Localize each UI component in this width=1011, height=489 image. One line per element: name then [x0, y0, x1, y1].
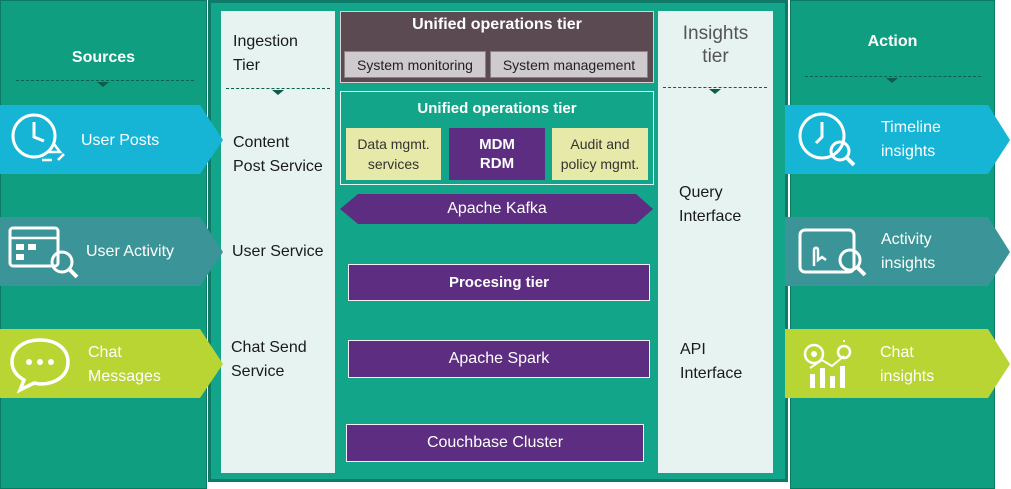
action-chip-activity: [785, 217, 1010, 286]
source-chip-user-posts: [0, 105, 223, 174]
bulb-chart-icon: [803, 340, 852, 388]
insights-divider: [663, 87, 767, 88]
apache-spark-bar: Apache Spark: [348, 340, 650, 378]
sources-divider: [16, 80, 194, 81]
chat-bubble-icon: [10, 338, 70, 394]
processing-tier-bar: Procesing tier: [348, 264, 650, 301]
clock-recycle-icon: [11, 113, 65, 162]
source-label-user-posts: User Posts: [81, 132, 160, 149]
unified-ops-mid-title: Unified operations tier: [417, 100, 577, 117]
system-management-box: System management: [490, 51, 648, 78]
sources-title: Sources: [71, 49, 136, 66]
ingestion-divider: [226, 88, 330, 89]
unified-ops-top-title: Unified operations tier: [412, 16, 582, 33]
action-title: Action: [867, 33, 918, 50]
action-chip-timeline: [785, 105, 1010, 174]
ingestion-item-user-service: User Service: [232, 243, 324, 260]
source-label-user-activity: User Activity: [86, 243, 175, 260]
chevron-down-icon: [97, 82, 109, 87]
browser-search-icon: [8, 226, 79, 279]
kafka-double-arrow: [340, 194, 653, 224]
kafka-label: Apache Kafka: [447, 200, 547, 217]
system-monitoring-box: System monitoring: [344, 51, 486, 78]
tablet-touch-search-icon: [798, 228, 867, 277]
clock-search-icon: [798, 112, 856, 167]
chevron-down-icon: [272, 90, 284, 95]
data-mgmt-box: Data mgmt.services: [346, 128, 441, 180]
action-divider: [805, 76, 981, 77]
insights-column: [658, 11, 773, 473]
chevron-down-icon: [709, 89, 721, 94]
chevron-down-icon: [886, 78, 898, 83]
couchbase-cluster-bar: Couchbase Cluster: [346, 424, 644, 462]
